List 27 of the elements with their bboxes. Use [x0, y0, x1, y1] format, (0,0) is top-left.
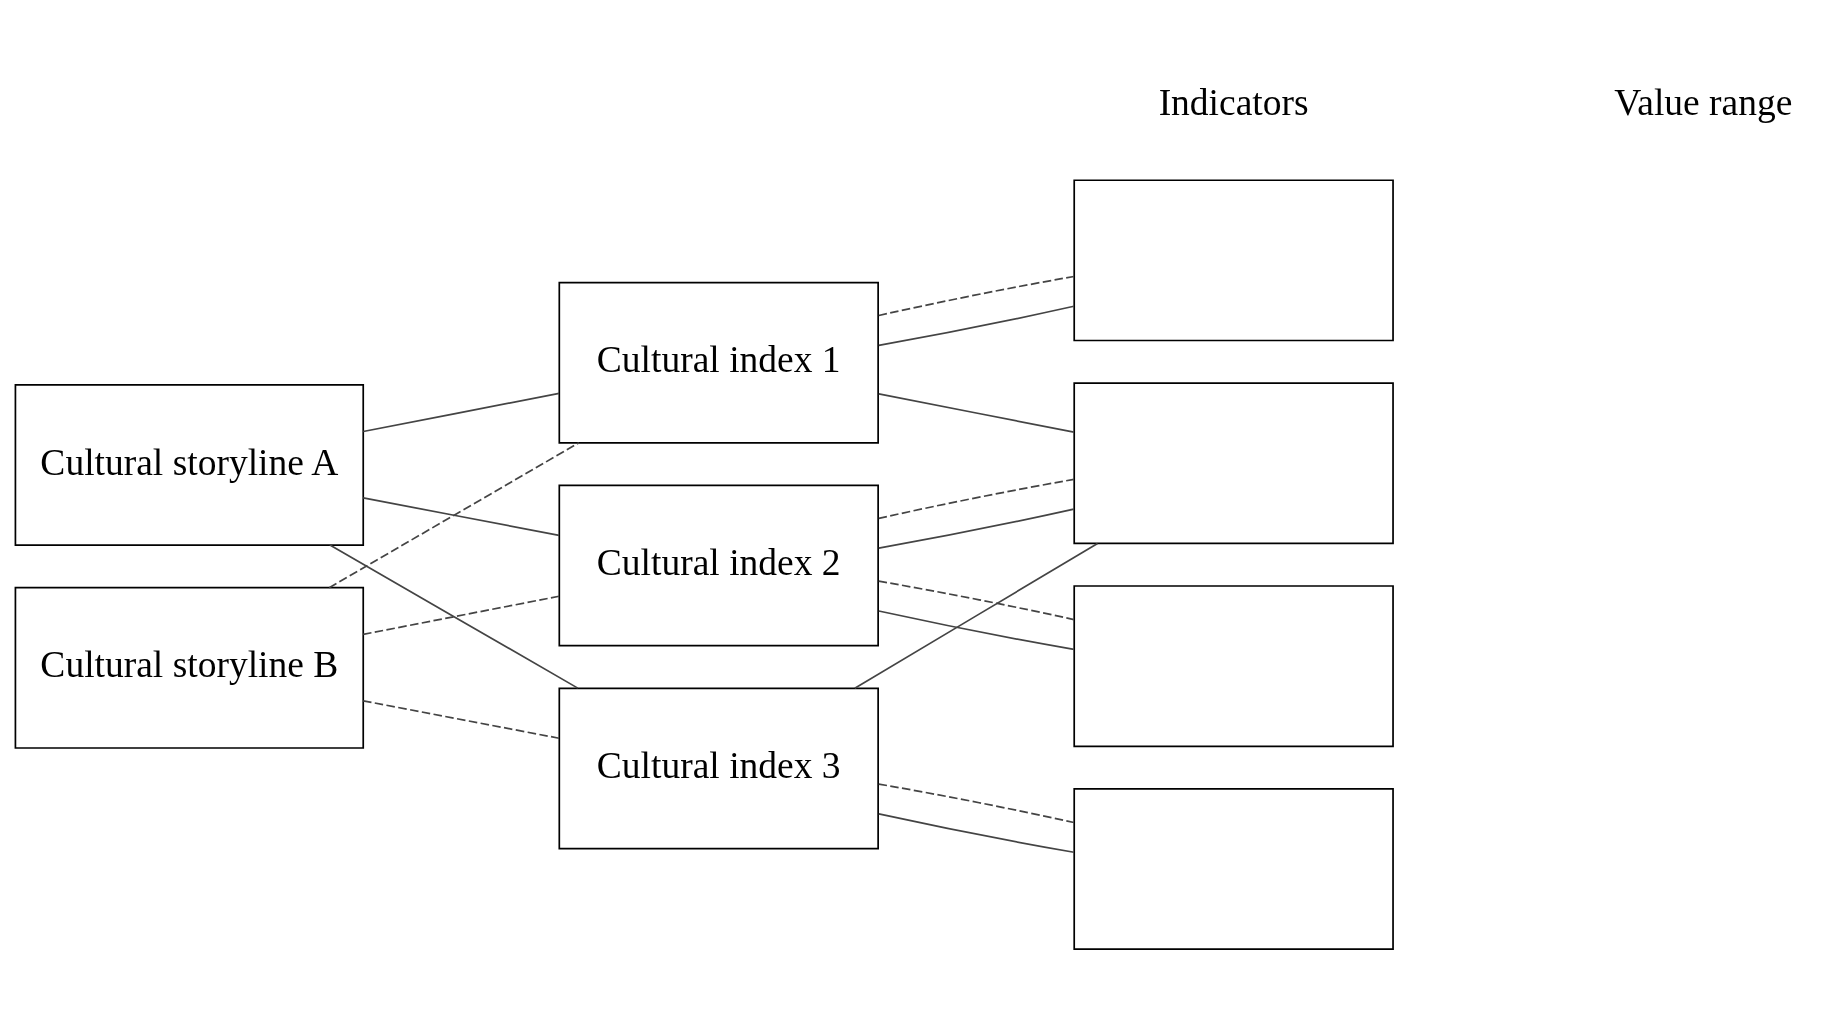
node-box: Cultural storyline A	[14, 383, 365, 546]
node-box: Cultural storyline B	[14, 586, 365, 749]
connector	[877, 478, 1075, 520]
connector	[877, 783, 1075, 824]
connector	[877, 305, 1075, 347]
connector	[362, 497, 560, 537]
connector	[877, 610, 1075, 651]
connector	[877, 275, 1075, 317]
node-box	[1073, 179, 1394, 342]
node-box	[1073, 788, 1394, 951]
label: Indicators	[1158, 81, 1309, 123]
node-box: Cultural index 3	[558, 687, 879, 850]
connector	[877, 813, 1075, 854]
node-box: Cultural index 2	[558, 484, 879, 647]
connector	[877, 508, 1075, 550]
connector	[328, 442, 580, 589]
node-box	[1073, 585, 1394, 748]
connector	[362, 699, 560, 740]
node-box: Cultural index 1	[558, 281, 879, 444]
label: Value range	[1614, 81, 1793, 123]
connector	[329, 544, 579, 689]
connector	[362, 595, 560, 636]
connector	[362, 392, 560, 433]
node-box	[1073, 382, 1394, 545]
connector	[877, 580, 1075, 621]
connector	[853, 542, 1099, 690]
connector	[877, 392, 1075, 434]
